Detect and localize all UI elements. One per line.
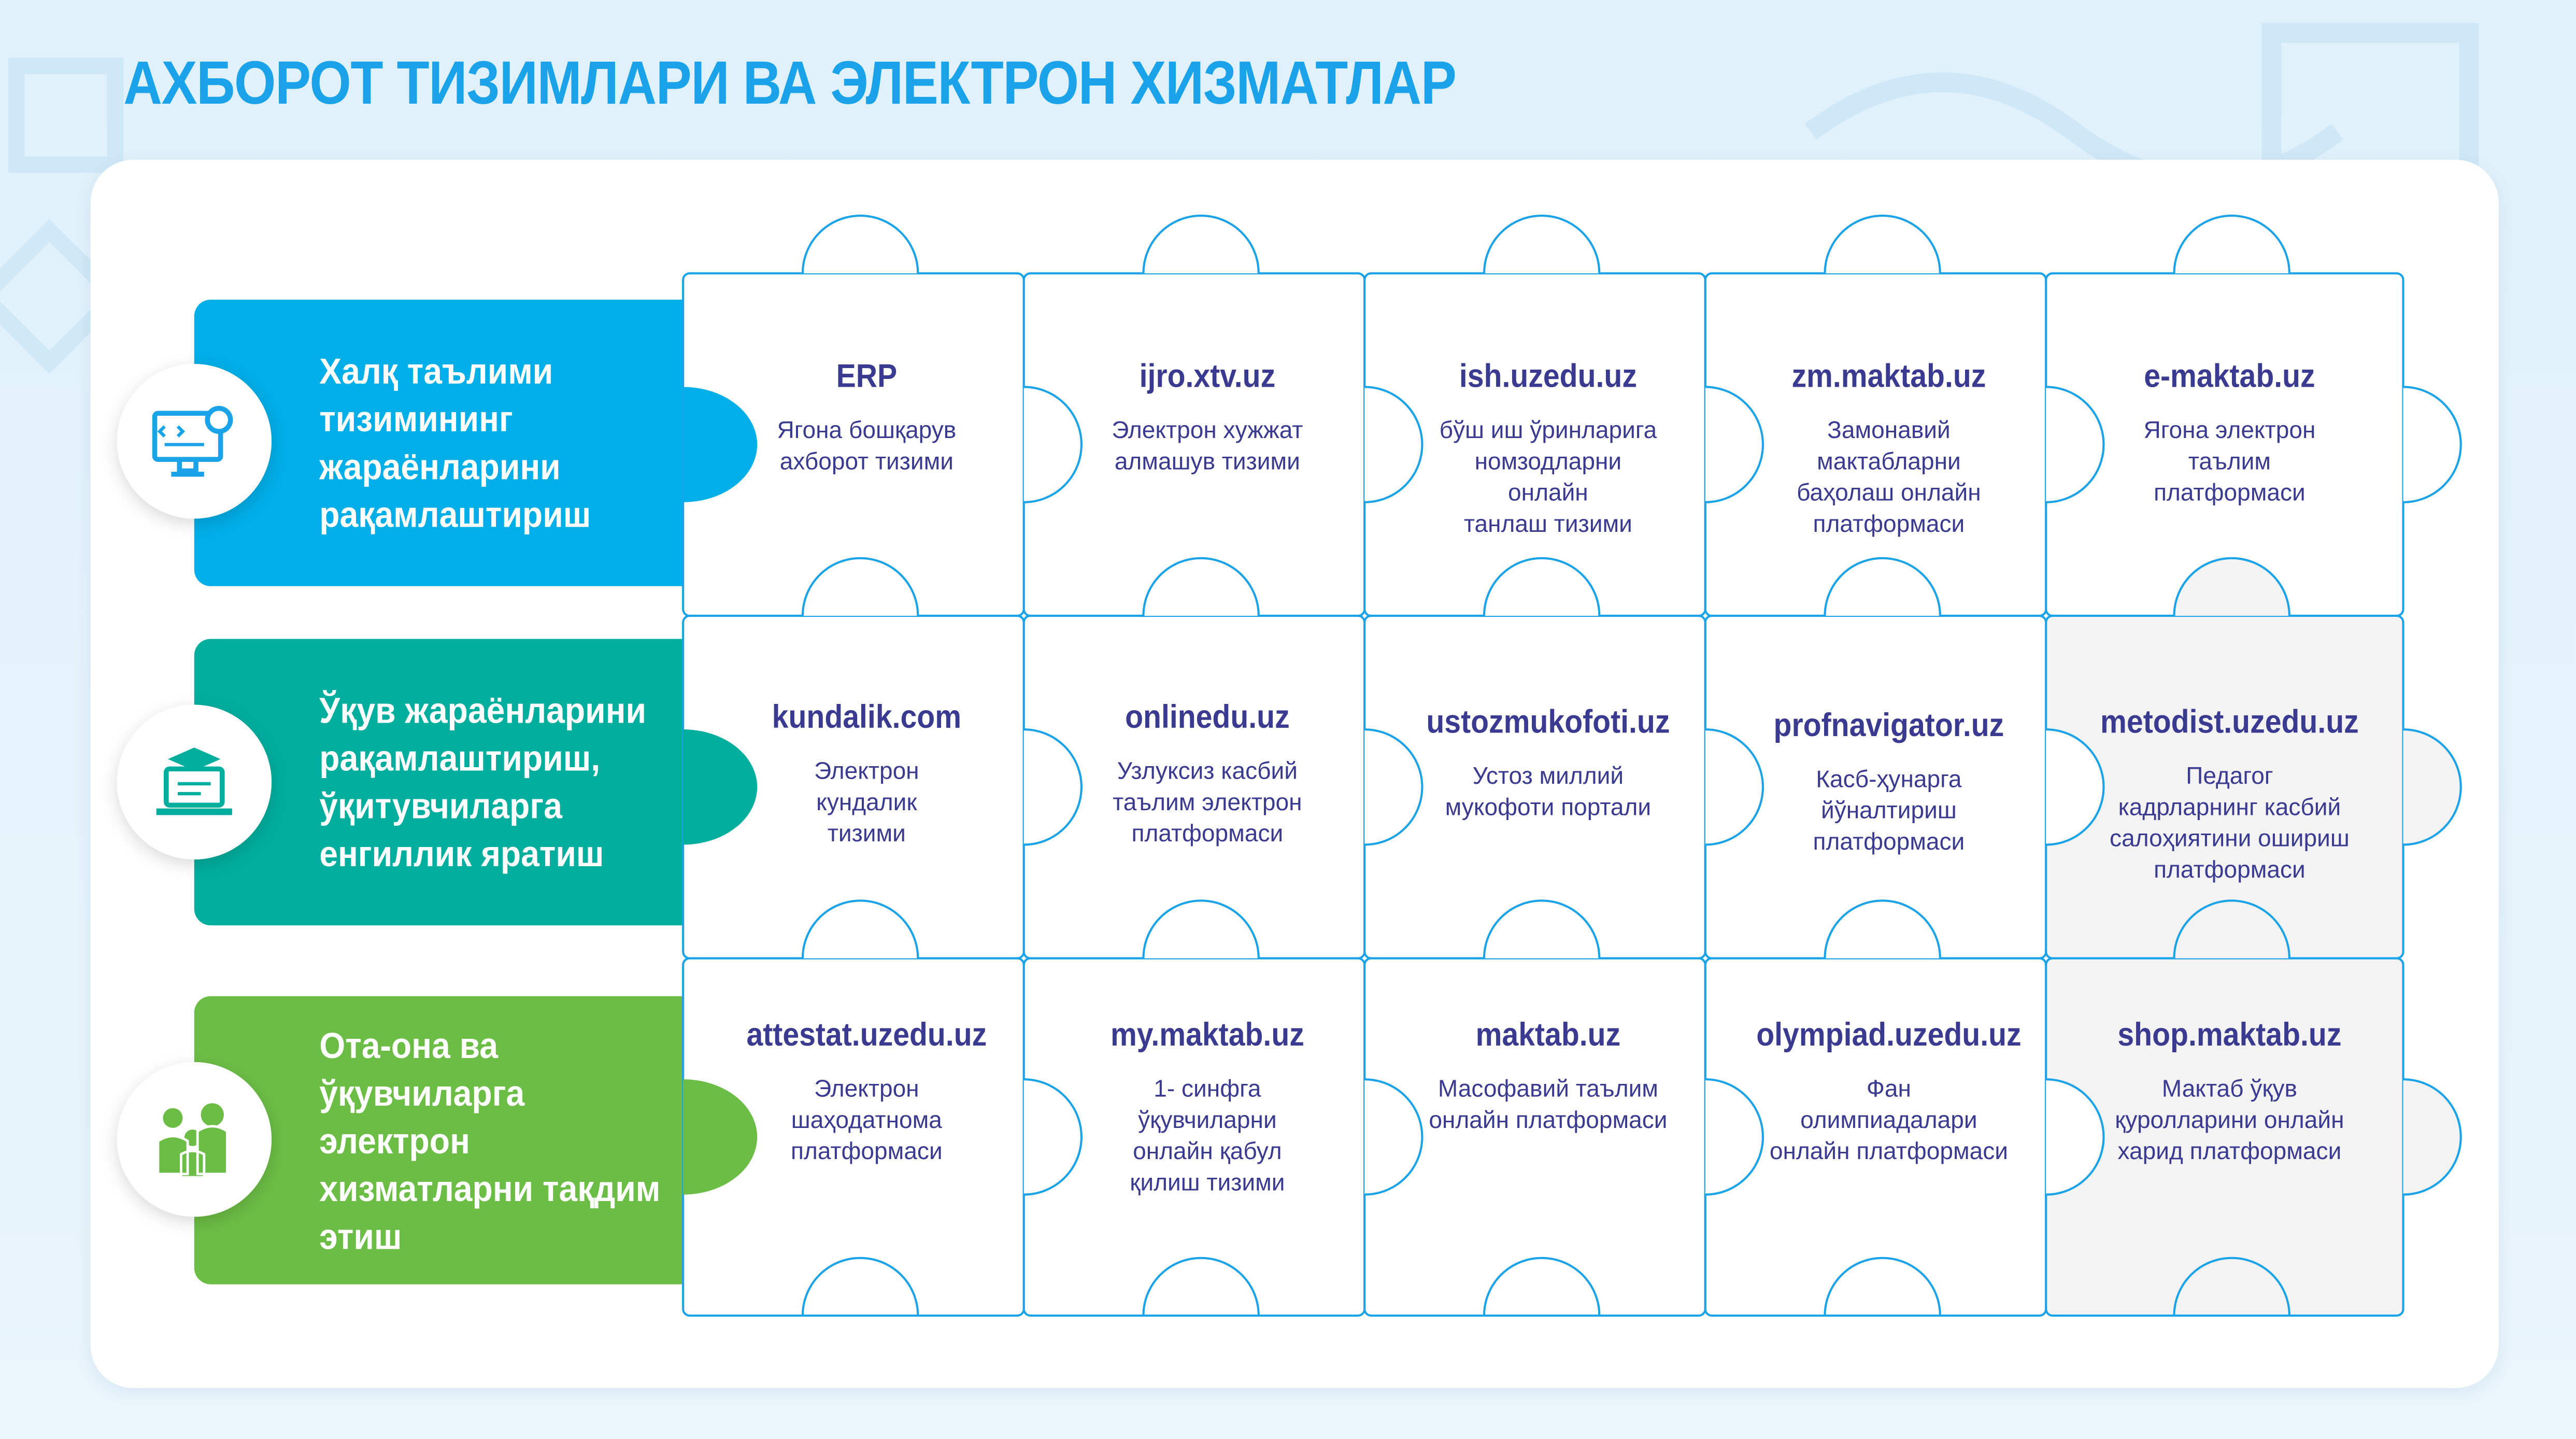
puzzle-knob [1142, 899, 1260, 958]
puzzle-knob [1824, 899, 1941, 958]
service-title[interactable]: attestat.uzedu.uz [746, 1018, 987, 1054]
puzzle-knob [1824, 215, 1941, 274]
puzzle-knob [2403, 728, 2462, 846]
service-description: Устоз миллий мукофоти портали [1445, 764, 1652, 822]
service-title[interactable]: kundalik.com [772, 699, 962, 736]
category-label: Ўқув жараёнларини рақамлаштириш, ўқитувч… [319, 689, 647, 874]
service-title[interactable]: ERP [836, 359, 898, 396]
puzzle-knob [1142, 215, 1260, 274]
service-title[interactable]: olympiad.uzedu.uz [1756, 1018, 2022, 1054]
puzzle-knob [2173, 557, 2290, 616]
service-title[interactable]: e-maktab.uz [2144, 359, 2315, 396]
service-description: Узлуксиз касбий таълим электрон платформ… [1113, 759, 1302, 848]
service-description: 1- синфга ўқувчиларни онлайн қабул қилиш… [1130, 1077, 1285, 1197]
puzzle-knob [2046, 386, 2105, 503]
service-description: Ягона электрон таълим платформаси [2143, 418, 2316, 507]
service-description: Замонавий мактабларни баҳолаш онлайн пла… [1797, 418, 1981, 539]
puzzle-knob [1483, 557, 1601, 616]
puzzle-knob [2173, 899, 2290, 958]
puzzle-knob [2046, 728, 2105, 846]
puzzle-socket [1483, 1257, 1601, 1316]
service-description: Мактаб ўқув қуролларини онлайн харид пла… [2115, 1077, 2344, 1166]
category-label: Ота-она ва ўқувчиларга электрон хизматла… [319, 1024, 661, 1257]
service-card[interactable]: ERP Ягона бошқарув ахборот тизими [696, 359, 1037, 479]
puzzle-knob [1705, 1078, 1764, 1196]
puzzle-socket [1824, 1257, 1941, 1316]
service-title[interactable]: ijro.xtv.uz [1139, 359, 1276, 396]
puzzle-knob [1023, 386, 1083, 503]
service-description: Электрон кундалик тизими [814, 759, 919, 848]
service-description: Электрон шаҳодатнома платформаси [791, 1077, 943, 1166]
puzzle-knob [1483, 899, 1601, 958]
puzzle-knob [801, 215, 919, 274]
service-description: Ягона бошқарув ахборот тизими [777, 418, 957, 476]
computer-settings-icon [117, 363, 272, 519]
service-description: Масофавий таълим онлайн платформаси [1429, 1077, 1668, 1135]
puzzle-knob [801, 899, 919, 958]
category-band-2: Ўқув жараёнларини рақамлаштириш, ўқитувч… [194, 639, 684, 926]
service-description: Электрон хужжат алмашув тизими [1112, 418, 1303, 476]
service-card[interactable]: my.maktab.uz 1- синфга ўқувчиларни онлайн… [1037, 1018, 1378, 1201]
puzzle-knob [1705, 728, 1764, 846]
puzzle-knob [1364, 386, 1424, 503]
service-title[interactable]: onlinedu.uz [1125, 699, 1290, 736]
puzzle-knob [1483, 215, 1601, 274]
family-icon [117, 1062, 272, 1217]
service-title[interactable]: ustozmukofoti.uz [1426, 704, 1670, 741]
service-title[interactable]: maktab.uz [1475, 1018, 1621, 1054]
category-label: Халқ таълими тизимининг жараёнларини рақ… [319, 350, 591, 535]
puzzle-knob [2173, 215, 2290, 274]
puzzle-knob [2403, 1078, 2462, 1196]
graduation-laptop-icon [117, 704, 272, 860]
page-title: АХБОРОТ ТИЗИМЛАРИ ВА ЭЛЕКТРОН ХИЗМАТЛАР [123, 49, 1457, 117]
puzzle-knob [1364, 1078, 1424, 1196]
puzzle-knob [1824, 557, 1941, 616]
puzzle-socket [1142, 1257, 1260, 1316]
band-knob [683, 1079, 758, 1195]
service-description: бўш иш ўринларига номзодларни онлайн тан… [1439, 418, 1657, 539]
puzzle-knob [1705, 386, 1764, 503]
category-band-3: Ота-она ва ўқувчиларга электрон хизматла… [194, 996, 684, 1285]
band-knob [683, 387, 758, 502]
service-description: Педагог кадрларнинг касбий салоҳиятини о… [2110, 764, 2350, 884]
service-title[interactable]: metodist.uzedu.uz [2100, 704, 2359, 741]
puzzle-knob [2403, 386, 2462, 503]
service-card[interactable]: ish.uzedu.uz бўш иш ўринларига номзодларн… [1378, 359, 1719, 542]
service-description: Касб-ҳунарга йўналтириш платформаси [1813, 767, 1965, 856]
band-knob [683, 729, 758, 845]
puzzle-knob [1142, 557, 1260, 616]
service-title[interactable]: shop.maktab.uz [2117, 1018, 2342, 1054]
puzzle-knob [801, 557, 919, 616]
service-description: Фан олимпиадалари онлайн платформаси [1769, 1077, 2009, 1166]
puzzle-knob [1023, 728, 1083, 846]
service-title[interactable]: zm.maktab.uz [1791, 359, 1986, 396]
puzzle-socket [2173, 1257, 2290, 1316]
category-band-1: Халқ таълими тизимининг жараёнларини рақ… [194, 300, 684, 586]
puzzle-knob [2046, 1078, 2105, 1196]
puzzle-socket [801, 1257, 919, 1316]
puzzle-knob [1364, 728, 1424, 846]
service-title[interactable]: my.maktab.uz [1110, 1018, 1304, 1054]
service-title[interactable]: ish.uzedu.uz [1459, 359, 1637, 396]
puzzle-knob [1023, 1078, 1083, 1196]
service-title[interactable]: profnavigator.uz [1773, 708, 2004, 744]
